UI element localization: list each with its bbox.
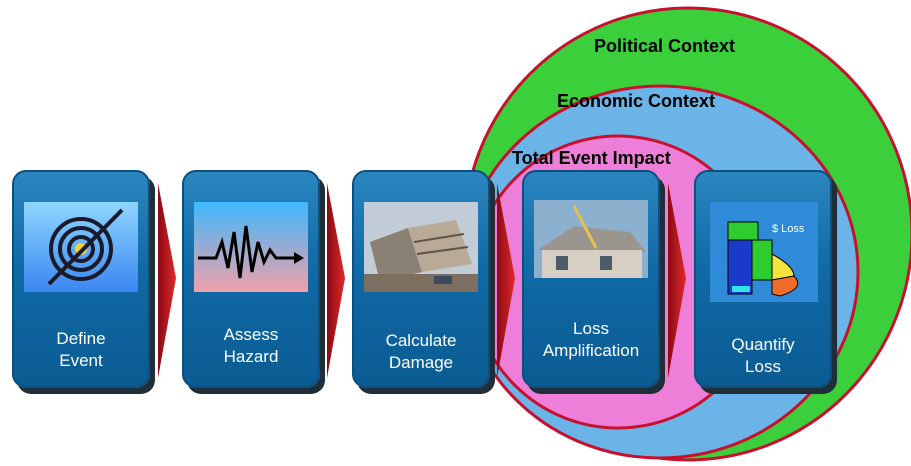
loss-chart-icon: $ Loss — [710, 202, 818, 302]
damaged-house-photo — [534, 200, 648, 278]
impact-label: Total Event Impact — [512, 148, 671, 168]
flow-arrow — [327, 183, 345, 378]
economic-context-label: Economic Context — [557, 91, 716, 111]
loss-chart-label: $ Loss — [772, 223, 805, 235]
collapsed-building-photo — [364, 202, 478, 292]
target-icon — [24, 202, 138, 292]
political-context-label: Political Context — [594, 36, 736, 56]
seismograph-icon — [194, 202, 308, 292]
flow-arrow — [497, 183, 515, 378]
flow-arrow — [158, 183, 176, 378]
flow-arrow — [668, 183, 686, 378]
